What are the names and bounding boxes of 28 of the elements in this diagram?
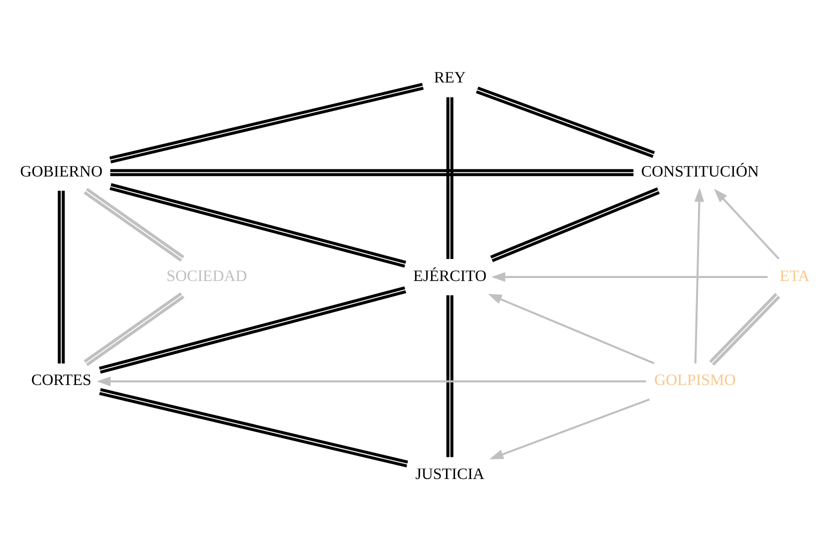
connector: [109, 82, 424, 164]
node-text: ETA: [780, 268, 810, 285]
connector: [110, 183, 406, 268]
node-text: REY: [434, 70, 466, 87]
connector: [110, 169, 634, 176]
connector: [476, 86, 655, 158]
arrow: [489, 398, 650, 460]
connector: [58, 190, 65, 364]
connector: [490, 187, 660, 262]
arrow: [96, 376, 646, 386]
node-text: GOBIERNO: [20, 163, 102, 180]
node-text: SOCIEDAD: [166, 268, 248, 285]
connector: [446, 295, 454, 458]
arrow: [694, 188, 704, 364]
node-text: CONSTITUCIÓN: [641, 163, 759, 180]
node-text: JUSTICIA: [415, 466, 484, 483]
node-text: CORTES: [31, 372, 92, 390]
connector: [446, 97, 454, 260]
connector: [84, 292, 184, 366]
arrow: [714, 188, 780, 260]
node-text: EJÉRCITO: [413, 268, 486, 285]
arrow: [491, 272, 768, 282]
connector: [99, 388, 408, 468]
connector: [709, 292, 780, 366]
node-text: GOLPISMO: [654, 372, 736, 390]
connector: [98, 286, 406, 374]
connector: [84, 188, 184, 262]
arrow: [488, 294, 655, 364]
